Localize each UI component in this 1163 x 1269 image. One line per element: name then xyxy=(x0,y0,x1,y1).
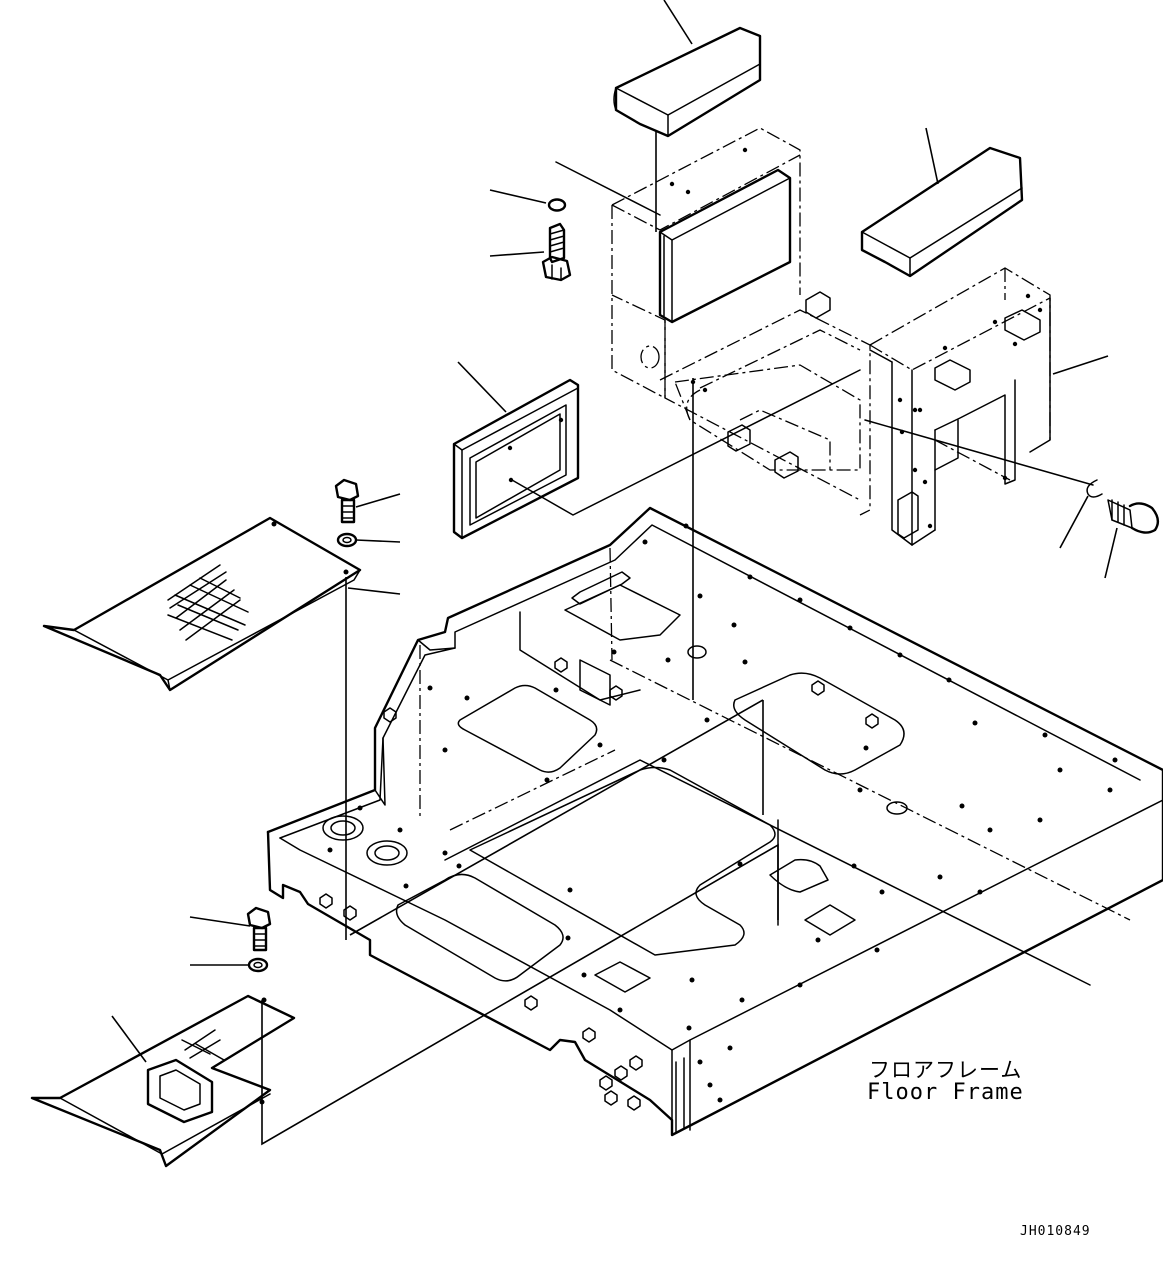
pin-right xyxy=(1104,499,1160,579)
floor-frame-label-en: Floor Frame xyxy=(867,1080,1024,1105)
step-cover-lower xyxy=(30,843,779,1168)
floor-frame-label-jp: フロアフレーム xyxy=(869,1058,1023,1082)
assembly-lines xyxy=(349,130,779,936)
drawing-number: JH010849 xyxy=(1020,1224,1091,1239)
washer-lower-left xyxy=(190,957,269,973)
washer-upper xyxy=(489,161,661,216)
washer-mid-left xyxy=(336,532,401,548)
armrest-cushion-right xyxy=(860,127,1024,278)
floor-frame xyxy=(266,506,1163,1137)
cover-plate xyxy=(452,361,861,540)
bolt-lower-left xyxy=(189,906,272,952)
armrest-cushion-upper xyxy=(613,0,762,138)
bolt-mid-left xyxy=(334,478,401,524)
bolt-upper xyxy=(489,222,572,282)
retaining-clip-right xyxy=(864,419,1103,549)
mesh-cover-upper xyxy=(42,516,401,940)
console-box xyxy=(611,127,871,516)
console-frame-right xyxy=(869,267,1109,546)
